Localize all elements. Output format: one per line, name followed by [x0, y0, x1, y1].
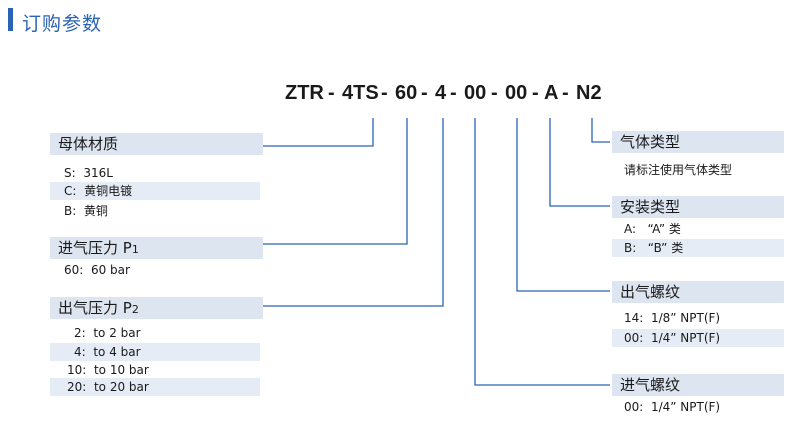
option-key: C: — [64, 184, 77, 198]
option-key: B: — [624, 241, 637, 255]
group-title-inlet-thread: 进气螺纹 — [612, 374, 784, 396]
group-title-outlet-thread: 出气螺纹 — [612, 281, 784, 303]
connector-outlet-thread — [516, 118, 610, 292]
code-separator: - — [450, 82, 457, 104]
group-title-inlet-pressure: 进气压力 P1 — [50, 237, 263, 259]
code-separator: - — [532, 82, 539, 104]
option-key: 2: — [74, 326, 86, 340]
option-key: 20: — [67, 380, 87, 394]
connector-body-material — [263, 118, 374, 147]
option-value: to 4 bar — [93, 345, 141, 359]
page-title: 订购参数 — [22, 13, 103, 35]
code-separator: - — [421, 82, 428, 104]
option-value: 1/8” NPT(F) — [650, 311, 721, 325]
option-outlet-thread-14: 14: 1/8” NPT(F) — [612, 309, 784, 327]
group-title-mount-type: 安装类型 — [612, 196, 784, 218]
option-mount-b: B: “B” 类 — [612, 239, 784, 257]
option-inlet-60: 60: 60 bar — [50, 261, 260, 279]
option-key: 00: — [624, 331, 644, 345]
option-key: 14: — [624, 311, 644, 325]
option-value: 黄铜 — [83, 204, 108, 218]
option-outlet-20: 20: to 20 bar — [50, 378, 260, 396]
code-segment-series: ZTR — [285, 82, 324, 104]
option-key: A: — [624, 222, 637, 236]
connector-mount-type — [549, 118, 610, 207]
connector-inlet-thread — [474, 118, 610, 386]
option-key: S: — [64, 166, 76, 180]
option-gas-note: 请标注使用气体类型 — [612, 161, 784, 179]
code-segment-inlet-thread: 00 — [464, 82, 487, 104]
code-separator: - — [562, 82, 569, 104]
option-outlet-thread-00: 00: 1/4” NPT(F) — [612, 329, 784, 347]
option-key: 4: — [74, 345, 86, 359]
code-segment-outlet-thread: 00 — [505, 82, 528, 104]
code-separator: - — [491, 82, 498, 104]
code-segment-inlet-pressure: 60 — [395, 82, 418, 104]
option-value: 60 bar — [90, 263, 130, 277]
connector-outlet-pressure — [263, 118, 444, 307]
header-accent-bar — [8, 8, 13, 31]
group-title-gas-type: 气体类型 — [612, 131, 784, 153]
option-value: to 2 bar — [93, 326, 141, 340]
option-key: 60: — [64, 263, 84, 277]
option-value: “A” 类 — [647, 222, 681, 236]
option-mount-a: A: “A” 类 — [612, 220, 784, 238]
option-value: “B” 类 — [647, 241, 684, 255]
option-key: B: — [64, 204, 77, 218]
group-title-outlet-pressure: 出气压力 P2 — [50, 297, 263, 319]
option-value: 1/4” NPT(F) — [650, 400, 721, 414]
option-value: to 20 bar — [93, 380, 149, 394]
code-segment-type: 4TS — [342, 82, 379, 104]
option-body-c: C: 黄铜电镀 — [50, 182, 260, 200]
option-key: 10: — [67, 363, 87, 377]
code-segment-outlet-pressure: 4 — [435, 82, 447, 104]
option-body-s: S: 316L — [50, 164, 260, 182]
option-key: 00: — [624, 400, 644, 414]
group-title-body-material: 母体材质 — [50, 133, 263, 155]
option-outlet-2: 2: to 2 bar — [50, 324, 260, 342]
code-segment-gas-type: N2 — [576, 82, 602, 104]
code-separator: - — [381, 82, 388, 104]
option-outlet-10: 10: to 10 bar — [50, 361, 260, 379]
connector-gas-type — [591, 118, 610, 143]
option-value: 1/4” NPT(F) — [650, 331, 721, 345]
option-body-b: B: 黄铜 — [50, 202, 260, 220]
option-value: 黄铜电镀 — [84, 184, 133, 198]
option-outlet-4: 4: to 4 bar — [50, 343, 260, 361]
option-value: 316L — [83, 166, 113, 180]
option-inlet-thread-00: 00: 1/4” NPT(F) — [612, 398, 784, 416]
option-value: to 10 bar — [93, 363, 149, 377]
code-separator: - — [328, 82, 335, 104]
connector-inlet-pressure — [263, 118, 408, 245]
code-segment-mount-type: A — [544, 82, 559, 104]
option-value: 请标注使用气体类型 — [624, 163, 733, 177]
